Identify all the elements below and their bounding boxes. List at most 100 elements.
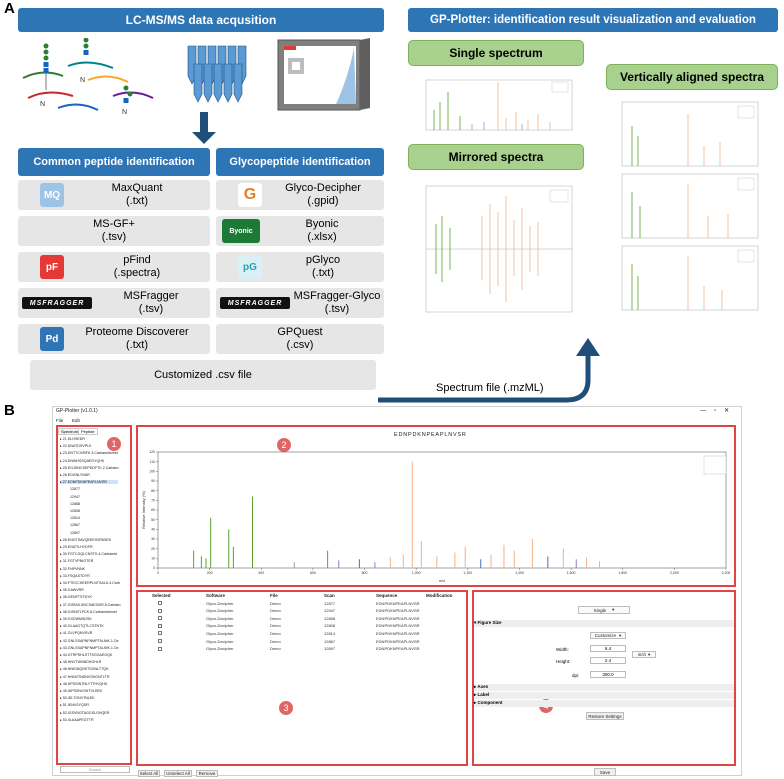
- tree-item[interactable]: ▸ 50.IDLTGNVTNLEK: [60, 696, 95, 701]
- tree-item[interactable]: ▸ 36.GENFTSTDYK: [60, 595, 92, 600]
- row-checkbox[interactable]: [158, 608, 162, 613]
- tree-item[interactable]: ▸ 28.ENGTSAVQEEESSPASEK: [60, 537, 112, 542]
- tree-child-item[interactable]: 12947: [70, 494, 80, 499]
- height-input[interactable]: 2.4: [590, 657, 626, 664]
- tool-label: MSFragger-Glyco (.tsv): [293, 290, 381, 315]
- chevron-right-icon: ▸: [474, 684, 478, 689]
- col-modification[interactable]: Modification: [426, 593, 453, 598]
- menu-file[interactable]: File: [56, 418, 64, 423]
- remove-button[interactable]: Remove: [196, 770, 218, 777]
- tree-item[interactable]: ▸ 21.DLHSEDR: [60, 437, 85, 441]
- tree-child-item[interactable]: 12814: [70, 516, 80, 521]
- table-cell: Demo: [270, 646, 281, 652]
- tree-item[interactable]: ▸ 34.FTECCHEERPLNTSALK.4.Carb: [60, 581, 120, 585]
- dpi-label: dpi:: [572, 673, 580, 678]
- tree-item[interactable]: ▸ 53.IILAAAPEGTTR: [60, 717, 94, 722]
- y-tick-label: 90: [151, 479, 155, 483]
- tree-item[interactable]: ▸ 41.GLVPQNVSVR: [60, 631, 93, 636]
- component-section[interactable]: ▸ Component: [474, 700, 734, 707]
- row-checkbox[interactable]: [158, 616, 162, 621]
- table-cell: 12868: [324, 615, 336, 621]
- tree-item[interactable]: ▸ 35.GAWVRR: [60, 588, 84, 593]
- region-3-badge: 3: [278, 700, 294, 716]
- width-input[interactable]: 6.4: [590, 645, 626, 652]
- tree-item[interactable]: ▸ 40.GLAAGTQTLCSTNTK: [60, 624, 104, 629]
- tree-item[interactable]: ▸ 30.FGTCGQLCNSTK.4.Carbamid: [60, 552, 117, 557]
- tree-item[interactable]: ▸ 48.HPSSINTNLYTTHVQHK: [60, 681, 108, 686]
- table-cell: 12814: [324, 630, 336, 636]
- table-cell: 12947: [324, 608, 336, 614]
- row-checkbox[interactable]: [158, 623, 162, 628]
- col-software[interactable]: Software: [206, 593, 226, 598]
- tree-item[interactable]: ▸ 23.DNTTCIVBFK.3.Carbamidomet: [60, 451, 118, 456]
- glycopeptide-header: Glycopeptide identification: [216, 148, 384, 176]
- tree-item[interactable]: ▸ 44.GTRPSHLSTTSGGAEGQK: [60, 653, 113, 657]
- tree-item[interactable]: ▸ 37.GISNVLSNCSAEGDR.8.Carbam: [60, 602, 121, 607]
- msfragger-glyco-box: MSFRAGGER MSFragger-Glyco (.tsv): [216, 288, 384, 318]
- select-all-button[interactable]: Select All: [138, 770, 160, 777]
- mirrored-spectra-label: Mirrored spectra: [408, 144, 584, 170]
- unit-select[interactable]: inch▾: [632, 651, 656, 658]
- tree-item[interactable]: ▸ 49.IAPSSNVSHTVLREK: [60, 689, 103, 693]
- tree-item[interactable]: ▸ 22.DNATDSVPLK: [60, 444, 92, 449]
- tree-item[interactable]: ▸ 24.DNWHSSQAEGYQHK: [60, 458, 105, 463]
- search-input[interactable]: Search: [60, 766, 130, 773]
- tree-item[interactable]: ▸ 51.IENVSYQDR: [60, 703, 89, 708]
- label-section[interactable]: ▸ Label: [474, 692, 734, 699]
- window-controls[interactable]: —▫✕: [700, 408, 738, 414]
- tree-item[interactable]: ▸ 32.FNPVNNK: [60, 566, 85, 571]
- axes-section[interactable]: ▸ Axes: [474, 684, 734, 691]
- row-checkbox[interactable]: [158, 639, 162, 643]
- row-checkbox[interactable]: [158, 631, 162, 636]
- col-scan[interactable]: Scan: [324, 593, 335, 598]
- tree-item[interactable]: ▸ 31.FGTVPNIGTER: [60, 559, 94, 564]
- table-cell: 12867: [324, 638, 336, 644]
- tree-child-item[interactable]: 12877: [70, 487, 80, 492]
- col-sequence[interactable]: Sequence: [376, 593, 398, 598]
- tree-item[interactable]: ▸ 42.GNLSSAPNFNMPTALNIK.1.Ox: [60, 638, 119, 643]
- y-tick-label: 20: [151, 547, 155, 551]
- tree-item[interactable]: ▸ 33.FSQASTDYR: [60, 573, 90, 578]
- axes-label: Axes: [477, 684, 489, 689]
- tree-item[interactable]: ▸ 45.HNVTWNNDHGHLR: [60, 660, 102, 665]
- single-spectrum-label: Single spectrum: [408, 40, 584, 66]
- row-checkbox[interactable]: [158, 646, 162, 651]
- tree-item[interactable]: ▸ 26.EDGNLYNAR: [60, 473, 90, 477]
- customize-select[interactable]: Customize▾: [590, 632, 626, 639]
- mass-spectrometer-icon: [277, 38, 370, 111]
- tree-item[interactable]: ▸ 29.ENIZTLHYDFR: [60, 545, 93, 549]
- tree-child-item[interactable]: 12897: [70, 530, 80, 535]
- tool-label: Byonic (.xlsx): [305, 218, 339, 243]
- tree-item[interactable]: ▸ 25.EGJDNCSEPDDFTK.2.Carbam: [60, 465, 119, 470]
- pglyco-box: pG pGlyco (.txt): [216, 252, 384, 282]
- x-tick-label: 1,200: [463, 571, 472, 575]
- dpi-input[interactable]: 300.0: [590, 671, 626, 678]
- unselect-all-button[interactable]: Unselect All: [164, 770, 192, 777]
- tab-peptide[interactable]: Peptide: [78, 428, 98, 435]
- table-cell: Demo: [270, 638, 281, 644]
- save-button[interactable]: Save: [594, 768, 616, 776]
- tree-item[interactable]: ▸ 52.IGSVNGTAGGSLGHQER: [60, 710, 110, 715]
- restore-settings-button[interactable]: Restore Settings: [586, 712, 624, 720]
- tree-item[interactable]: ▸ 38.GISNITLPCK.8.Carbamidomet: [60, 609, 117, 614]
- mode-select[interactable]: Single▾: [578, 606, 630, 614]
- row-checkbox[interactable]: [158, 601, 162, 605]
- col-file[interactable]: File: [270, 593, 278, 598]
- tree-item-selected[interactable]: ▸ 27.EDNPDKNPEAPLNVSR: [60, 480, 118, 485]
- col-selected[interactable]: Selected: [152, 593, 171, 598]
- tree-item[interactable]: ▸ 39.GXDWMSDSK: [60, 617, 92, 621]
- table-cell: Glyco-Decipher: [206, 623, 234, 629]
- tree-child-item[interactable]: 12867: [70, 523, 80, 528]
- msfragger-box: MSFRAGGER MSFragger (.tsv): [18, 288, 210, 318]
- figure-size-section[interactable]: ▾ Figure Size: [474, 620, 734, 627]
- tree-item[interactable]: ▸ 46.HNIGNQNSTSGNLTTQK: [60, 667, 109, 672]
- table-cell: Glyco-Decipher: [206, 600, 234, 606]
- tree-child-item[interactable]: 12868: [70, 501, 80, 506]
- menu-edit[interactable]: Edit: [72, 418, 80, 423]
- chevron-down-icon: ▾: [619, 632, 622, 638]
- tree-item[interactable]: ▸ 47.HNNVTNDNVSHGNTLTR: [60, 674, 110, 679]
- tree-child-item[interactable]: 12808: [70, 509, 80, 513]
- region-2-frame: [136, 425, 736, 587]
- tree-item[interactable]: ▸ 43.GNLSSAPNFNMPTALNIK.1.Ox: [60, 645, 119, 650]
- region-1-badge: 1: [106, 436, 122, 452]
